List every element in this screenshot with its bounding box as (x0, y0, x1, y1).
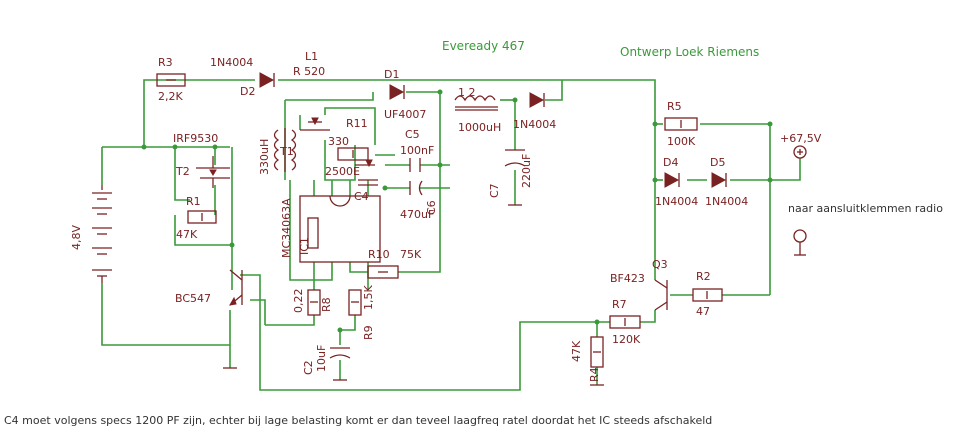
t2-value: IRF9530 (173, 132, 218, 145)
c7-value: 220uF (520, 154, 533, 188)
r9-name: R9 (362, 325, 375, 340)
q3-name: Q3 (652, 258, 668, 271)
d4-name: D4 (663, 156, 678, 169)
d1-value: UF4007 (384, 108, 426, 121)
l1-value: R 520 (293, 65, 325, 78)
q3-transistor (654, 279, 668, 311)
r3-value: 2,2K (158, 90, 183, 103)
l2-pins: 1 2 (458, 86, 476, 99)
r2-value: 47 (696, 305, 710, 318)
r1-value: 47K (176, 228, 198, 241)
ic-value: MC34063A (280, 198, 293, 258)
r7-name: R7 (612, 298, 627, 311)
r4-name: R4 (588, 367, 601, 382)
t1-transformer (273, 128, 297, 172)
bc547-transistor (229, 269, 243, 306)
t1-name: T1 (279, 145, 294, 158)
r8-name: R8 (320, 297, 333, 312)
pot-value: 2500E (325, 165, 360, 178)
c6-value: 470uF (400, 208, 434, 221)
r10-value: 75K (400, 248, 422, 261)
r11-resistor (337, 147, 369, 161)
r4-resistor (590, 336, 604, 368)
d3-value: 1N4004 (513, 118, 556, 131)
c5-name: C5 (405, 128, 420, 141)
c2-name: C2 (302, 360, 315, 375)
c4-capacitor (358, 179, 378, 186)
footnote: C4 moet volgens specs 1200 PF zijn, echt… (4, 414, 712, 427)
output-voltage: +67,5V (780, 132, 822, 145)
c7-name: C7 (488, 183, 501, 198)
t1-value: 330uH (258, 139, 271, 175)
t2-name: T2 (175, 165, 190, 178)
r8-value: 0,22 (292, 289, 305, 314)
d5-value: 1N4004 (705, 195, 748, 208)
ic-name: IC1 (298, 237, 311, 255)
output-note: naar aansluitklemmen radio (788, 202, 943, 215)
r5-resistor (664, 117, 698, 131)
designer-label: Ontwerp Loek Riemens (620, 45, 759, 59)
d1-name: D1 (384, 68, 399, 81)
r2-resistor (692, 288, 723, 302)
junctions (141, 89, 773, 333)
c7-capacitor (504, 149, 526, 206)
l2-inductor (454, 95, 498, 111)
l2-value: 1000uH (458, 121, 501, 134)
r1-name: R1 (186, 195, 201, 208)
battery-symbol (92, 185, 112, 283)
battery-brand-label: Eveready 467 (442, 39, 525, 53)
d4-diode (664, 172, 680, 188)
r10-resistor (367, 265, 399, 279)
d5-diode (711, 172, 727, 188)
wires (101, 79, 801, 391)
r9-resistor (348, 289, 362, 316)
r5-value: 100K (667, 135, 696, 148)
r11-value: 330 (328, 135, 349, 148)
c2-capacitor (329, 347, 351, 359)
l1-switch (300, 117, 330, 131)
r1-resistor (187, 210, 217, 224)
output-terminal-plus (793, 145, 807, 159)
t2-mosfet (196, 156, 230, 188)
output-terminal-ground (793, 229, 807, 256)
r2-name: R2 (696, 270, 711, 283)
d2-value: 1N4004 (210, 56, 253, 69)
c2-value: 10uF (315, 345, 328, 372)
r9-value: 1,5K (362, 285, 375, 310)
t3-value: BC547 (175, 292, 211, 305)
r8-resistor (307, 289, 321, 316)
d2-name: D2 (240, 85, 255, 98)
potentiometer (355, 159, 375, 168)
r3-name: R3 (158, 56, 173, 69)
ic1-chip (299, 195, 381, 263)
c5-capacitor (409, 158, 421, 172)
d2-diode (259, 72, 275, 88)
r3-resistor (156, 73, 186, 87)
q3-value: BF423 (610, 272, 645, 285)
r11-name: R11 (346, 117, 368, 130)
d1-diode (389, 84, 405, 100)
d4-value: 1N4004 (655, 195, 698, 208)
ground-symbols (223, 367, 604, 386)
r7-value: 120K (612, 333, 641, 346)
l1-name: L1 (305, 50, 318, 63)
r4-value: 47K (570, 340, 583, 362)
c6-name: C6 (425, 200, 438, 215)
r10-name: R10 (368, 248, 390, 261)
d3-diode (529, 92, 545, 108)
r7-resistor (609, 315, 641, 329)
c4-name: C4 (354, 190, 369, 203)
battery-value: 4,8V (70, 225, 83, 250)
r5-name: R5 (667, 100, 682, 113)
c5-value: 100nF (400, 144, 434, 157)
d5-name: D5 (710, 156, 725, 169)
c6-capacitor (409, 180, 423, 196)
